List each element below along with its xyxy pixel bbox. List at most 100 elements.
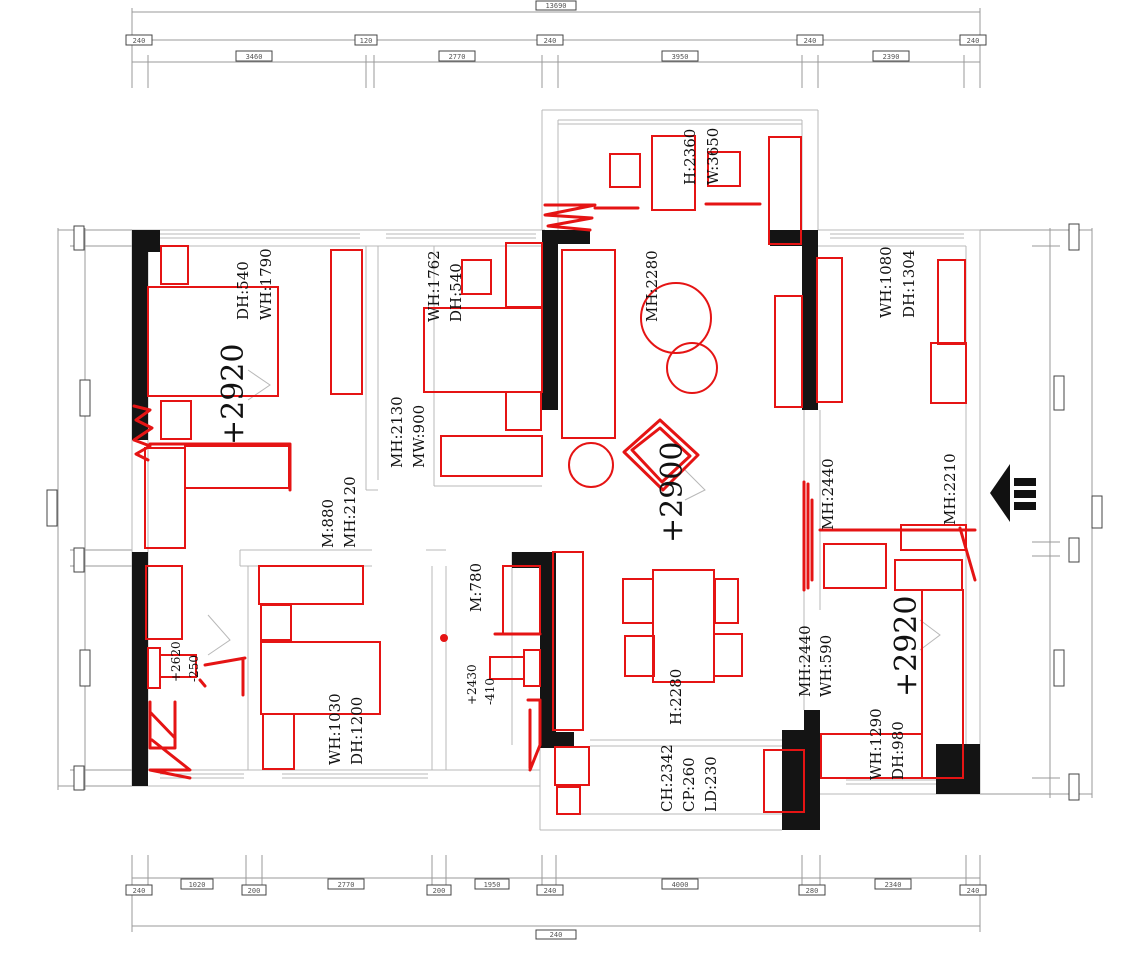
svg-text:2770: 2770: [449, 53, 466, 61]
tv-cabinet: [774, 295, 803, 408]
entrance-arrow-icon: [990, 464, 1036, 522]
chair: [714, 578, 739, 624]
svg-text:240: 240: [967, 887, 980, 895]
desk: [144, 447, 186, 549]
bathroom-furniture: [145, 565, 590, 815]
top-total-label: 13690: [545, 2, 566, 10]
nightstand: [260, 604, 292, 641]
svg-text:-250: -250: [187, 655, 201, 682]
top-dimension-labels: 13690 240 120 240 240 240 3460 2770 3950…: [125, 0, 987, 62]
svg-text:DH:1304: DH:1304: [900, 250, 918, 318]
bed1-dh-label: DH:540: [234, 261, 252, 320]
nightstand: [160, 245, 189, 285]
svg-text:280: 280: [806, 887, 819, 895]
svg-text:MH:2280: MH:2280: [643, 250, 661, 322]
right-dimension-labels: [1053, 223, 1103, 801]
svg-text:2770: 2770: [338, 881, 355, 889]
svg-text:-410: -410: [483, 678, 497, 705]
svg-text:120: 120: [360, 37, 373, 45]
svg-text:MH:2130: MH:2130: [388, 396, 406, 468]
left-dimension-lines: [57, 228, 132, 790]
svg-text:WH:1080: WH:1080: [877, 246, 895, 318]
svg-text:2390: 2390: [883, 53, 900, 61]
svg-text:+2430: +2430: [465, 664, 479, 705]
svg-text:WH:1762: WH:1762: [425, 250, 443, 322]
svg-text:1020: 1020: [189, 881, 206, 889]
ottoman: [461, 259, 492, 295]
cabinet: [505, 242, 543, 308]
sofa: [561, 249, 616, 439]
left-dimension-labels: [46, 225, 91, 791]
living-room-furniture: [561, 249, 843, 492]
svg-text:3950: 3950: [672, 53, 689, 61]
svg-text:240: 240: [804, 37, 817, 45]
svg-text:200: 200: [248, 887, 261, 895]
right-dimension-lines: [980, 228, 1093, 798]
svg-text:MH:2440: MH:2440: [796, 625, 814, 697]
balcony-furniture: [543, 135, 802, 245]
bedroom-1-furniture: [132, 245, 363, 549]
coffee-table: [640, 282, 712, 354]
svg-text:W:3650: W:3650: [704, 128, 722, 185]
svg-text:240: 240: [133, 37, 146, 45]
svg-text:WH:1030: WH:1030: [326, 693, 344, 765]
bed: [147, 286, 279, 397]
svg-text:M:880: M:880: [319, 499, 337, 548]
desk: [423, 307, 543, 393]
chair: [622, 578, 654, 624]
svg-text:CP:260: CP:260: [680, 757, 698, 812]
svg-text:240: 240: [550, 931, 563, 939]
location-marker: [440, 634, 448, 642]
svg-text:2340: 2340: [885, 881, 902, 889]
nightstand: [160, 400, 192, 440]
bedroom-2-furniture: [258, 565, 381, 770]
svg-text:DH:1200: DH:1200: [348, 697, 366, 765]
study-furniture: [423, 242, 543, 477]
svg-text:200: 200: [433, 887, 446, 895]
svg-text:240: 240: [544, 887, 557, 895]
svg-text:MH:2440: MH:2440: [819, 458, 837, 530]
chair: [624, 635, 655, 677]
annotations: DH:540 WH:1790 WH:1762 DH:540 MH:2280 H:…: [169, 128, 959, 812]
kitchen-furniture: [763, 259, 977, 813]
svg-text:MH:2210: MH:2210: [941, 453, 959, 525]
elevation-kitchen: +2920: [889, 596, 924, 697]
chair: [713, 633, 743, 677]
svg-text:+2620: +2620: [169, 641, 183, 682]
dining-table: [652, 569, 715, 683]
svg-text:H:2280: H:2280: [667, 669, 685, 725]
svg-text:H:2360: H:2360: [681, 129, 699, 185]
svg-text:MW:900: MW:900: [410, 405, 428, 468]
bed: [260, 641, 381, 715]
elevation-bed1: +2920: [216, 344, 251, 445]
shelf: [184, 445, 290, 489]
top-dimension-lines: [131, 8, 981, 88]
svg-text:WH:1290: WH:1290: [867, 708, 885, 780]
svg-text:M:780: M:780: [467, 563, 485, 612]
sideboard: [552, 551, 584, 731]
dining-furniture: [552, 551, 743, 731]
svg-text:1950: 1950: [484, 881, 501, 889]
svg-text:DH:980: DH:980: [889, 721, 907, 780]
svg-text:MH:2120: MH:2120: [341, 476, 359, 548]
svg-text:LD:230: LD:230: [702, 756, 720, 812]
side-table: [666, 342, 718, 394]
side-cabinet: [816, 257, 843, 403]
svg-text:CH:2342: CH:2342: [658, 744, 676, 812]
svg-text:240: 240: [133, 887, 146, 895]
nightstand: [262, 713, 295, 770]
svg-text:WH:590: WH:590: [817, 635, 835, 697]
svg-text:3460: 3460: [246, 53, 263, 61]
chair: [505, 391, 542, 431]
elevation-living: +2900: [655, 442, 690, 543]
svg-text:240: 240: [967, 37, 980, 45]
bottom-dimension-labels: 240 1020 200 2770 200 1950 240 4000 280 …: [125, 878, 987, 940]
svg-text:DH:540: DH:540: [447, 263, 465, 322]
bench: [440, 435, 543, 477]
wardrobe: [258, 565, 364, 605]
bottom-dimension-lines: [131, 855, 981, 932]
svg-text:240: 240: [544, 37, 557, 45]
stool: [568, 442, 614, 488]
svg-text:4000: 4000: [672, 881, 689, 889]
